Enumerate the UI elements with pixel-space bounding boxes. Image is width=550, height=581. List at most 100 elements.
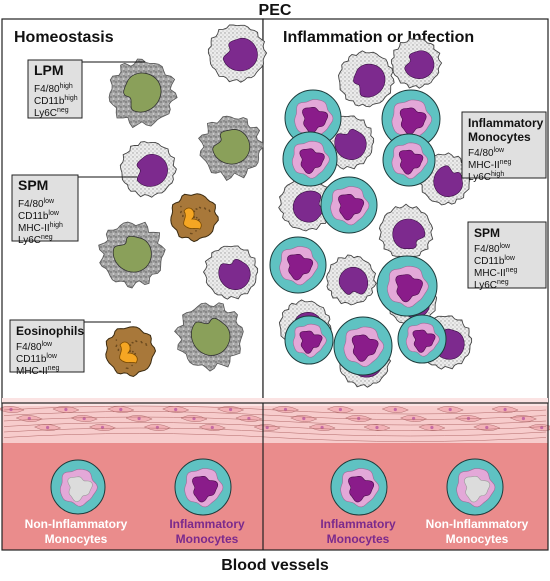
spm-cell — [119, 141, 177, 198]
endothelial-nucleus — [393, 407, 397, 412]
spm-cell — [338, 50, 395, 108]
marker-line: CD11bhigh — [34, 95, 78, 107]
endothelial-nucleus — [155, 425, 159, 430]
endothelial-nucleus — [540, 425, 544, 430]
marker-box-title: Inflammatory — [468, 116, 544, 130]
endothelial-nucleus — [247, 416, 251, 421]
endothelium-layer — [0, 398, 550, 443]
marker-line: F4/80low — [16, 341, 53, 353]
marker-line: CD11blow — [18, 210, 60, 222]
inflammation-cells — [269, 38, 473, 388]
vessel-label-1-line2: Monocytes — [45, 532, 108, 546]
marker-line: Ly6Chigh — [468, 171, 504, 183]
endothelial-nucleus — [283, 407, 288, 412]
inflammatory-monocyte-cell — [174, 458, 232, 516]
vessel-label-3-line2: Monocytes — [327, 532, 390, 546]
endothelial-nucleus — [485, 425, 489, 430]
inflammatory-monocyte-cell — [284, 89, 342, 147]
endothelial-nucleus — [430, 425, 434, 430]
spm-cell — [378, 203, 434, 260]
marker-line: F4/80low — [474, 243, 511, 255]
marker-line: Ly6Cneg — [474, 279, 509, 291]
spm-cell — [326, 254, 377, 306]
marker-box-title: SPM — [474, 226, 500, 240]
marker-line: F4/80high — [34, 83, 73, 95]
eosinophil-cell — [170, 193, 219, 243]
marker-line: MHC-IIhigh — [18, 222, 63, 234]
endothelial-nucleus — [521, 416, 526, 421]
inflammatory-monocyte-cell — [284, 315, 334, 365]
inflammatory-monocyte-cell — [333, 316, 393, 376]
marker-box-title: Monocytes — [468, 130, 531, 144]
endothelial-fiber — [3, 411, 547, 420]
marker-line: Ly6Cneg — [34, 107, 69, 119]
lpm-cell — [174, 302, 244, 372]
endothelial-nucleus — [503, 407, 507, 412]
inflammatory-monocyte-cell — [330, 458, 388, 516]
vessel-label-1-line1: Non-Inflammatory — [25, 517, 128, 531]
endothelial-nucleus — [210, 425, 214, 430]
endothelial-nucleus — [82, 416, 86, 421]
marker-line: CD11blow — [16, 353, 58, 365]
marker-line: MHC-IIneg — [16, 365, 59, 377]
marker-box-title: Eosinophils — [16, 324, 84, 338]
spm-cell — [202, 245, 259, 300]
marker-box-title: SPM — [18, 177, 48, 193]
endothelial-nucleus — [27, 416, 31, 421]
endothelial-nucleus — [64, 407, 68, 412]
lpm-cell — [98, 221, 166, 289]
endothelial-cell — [528, 424, 550, 431]
endothelial-nucleus — [448, 407, 452, 412]
endothelial-nucleus — [46, 425, 50, 430]
non-inflammatory-monocyte-cell — [50, 459, 106, 515]
endothelial-nucleus — [357, 416, 361, 421]
marker-line: F4/80low — [18, 198, 55, 210]
marker-line: CD11blow — [474, 255, 516, 267]
endothelial-fiber — [3, 433, 547, 442]
endothelial-nucleus — [119, 407, 123, 412]
marker-box: InflammatoryMonocytesF4/80lowMHC-IInegLy… — [461, 111, 547, 183]
vessel-monocytes — [50, 458, 504, 516]
endothelial-fiber — [3, 422, 547, 431]
inflammatory-monocyte-cell — [269, 236, 327, 294]
endothelial-nucleus — [466, 416, 471, 421]
lpm-cell — [108, 58, 178, 129]
eosinophil-cell — [105, 326, 157, 378]
vessel-label-3-line1: Inflammatory — [320, 517, 396, 531]
marker-line: Ly6Cneg — [18, 234, 53, 246]
blood-vessels-title: Blood vessels — [221, 557, 329, 574]
vessel-label-2-line2: Monocytes — [176, 532, 239, 546]
non-inflammatory-monocyte-cell — [446, 458, 504, 516]
vessel-label-4-line2: Monocytes — [446, 532, 509, 546]
endothelial-nucleus — [100, 425, 105, 430]
inflammatory-monocyte-cell — [397, 314, 447, 364]
marker-line: MHC-IIneg — [474, 267, 517, 279]
marker-line: F4/80low — [468, 147, 505, 159]
endothelial-nucleus — [137, 416, 141, 421]
inflammatory-monocyte-cell — [320, 176, 378, 234]
endothelial-fiber — [3, 427, 547, 437]
inflammatory-monocyte-cell — [376, 255, 438, 317]
homeostasis-cells — [98, 24, 268, 378]
inflammatory-monocyte-cell — [382, 133, 436, 187]
marker-line: MHC-IIneg — [468, 159, 511, 171]
marker-box-title: LPM — [34, 62, 64, 78]
pec-title: PEC — [259, 2, 292, 19]
endothelial-nucleus — [229, 407, 233, 412]
endothelial-nucleus — [302, 416, 306, 421]
vessel-label-4-line1: Non-Inflammatory — [426, 517, 529, 531]
spm-cell — [390, 38, 443, 89]
lpm-cell — [198, 115, 264, 181]
endothelial-fiber — [3, 405, 547, 415]
endothelial-nucleus — [338, 407, 342, 412]
endothelial-nucleus — [174, 407, 178, 412]
marker-boxes: LPMF4/80highCD11bhighLy6CnegSPMF4/80lowC… — [9, 59, 547, 377]
homeostasis-heading: Homeostasis — [14, 29, 114, 46]
inflammatory-monocyte-cell — [381, 89, 441, 149]
inflammation-heading: Inflammation or Infection — [283, 29, 474, 46]
